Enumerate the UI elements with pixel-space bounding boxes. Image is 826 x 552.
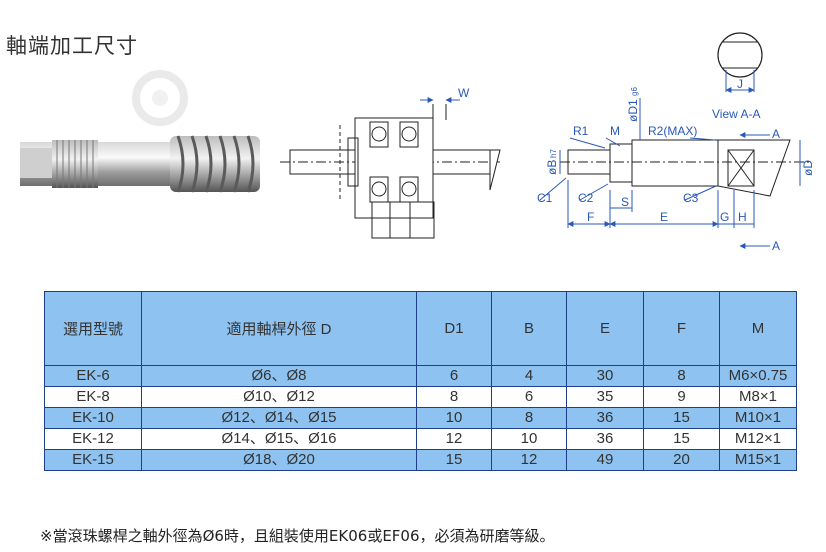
label-d1: øD1 <box>626 99 640 122</box>
cell-e: 35 <box>566 386 644 408</box>
label-g: G <box>720 210 729 224</box>
label-c1: C1 <box>537 191 553 205</box>
header-d1: D1 <box>416 291 492 366</box>
cell-d1: 8 <box>416 386 492 408</box>
label-h: H <box>738 210 747 224</box>
label-r2: R2(MAX) <box>648 124 697 138</box>
table-row: EK-8 Ø10、Ø12 8 6 35 9 M8×1 <box>44 386 797 408</box>
label-m: M <box>610 124 620 138</box>
label-s: S <box>621 195 629 209</box>
header-model: 選用型號 <box>44 291 142 366</box>
label-w: W <box>458 86 470 100</box>
watermark-logo <box>132 70 188 126</box>
label-view-aa: View A-A <box>712 107 760 121</box>
cell-b: 4 <box>491 365 567 387</box>
label-b-tolerance: h7 <box>549 149 558 158</box>
cell-f: 8 <box>643 365 720 387</box>
cell-f: 9 <box>643 386 720 408</box>
view-aa-drawing <box>717 32 763 93</box>
cell-b: 8 <box>491 407 567 429</box>
label-e: E <box>660 210 668 224</box>
label-d1-tolerance: g6 <box>630 87 639 96</box>
table-header-row: 選用型號 適用軸桿外徑 D D1 B E F M <box>44 291 797 366</box>
cell-shaft-diameter: Ø14、Ø15、Ø16 <box>141 428 417 450</box>
table-row: EK-12 Ø14、Ø15、Ø16 12 10 36 15 M12×1 <box>44 428 797 450</box>
shaft-dimension-drawing <box>539 98 810 249</box>
header-b: B <box>491 291 567 366</box>
cell-e: 30 <box>566 365 644 387</box>
cell-m: M6×0.75 <box>719 365 797 387</box>
table-row: EK-15 Ø18、Ø20 15 12 49 20 M15×1 <box>44 449 797 471</box>
table-row: EK-6 Ø6、Ø8 6 4 30 8 M6×0.75 <box>44 365 797 387</box>
header-m: M <box>719 291 797 366</box>
cell-d1: 10 <box>416 407 492 429</box>
table-row: EK-10 Ø12、Ø14、Ø15 10 8 36 15 M10×1 <box>44 407 797 429</box>
cell-shaft-diameter: Ø10、Ø12 <box>141 386 417 408</box>
cell-model: EK-12 <box>44 428 142 450</box>
cell-e: 36 <box>566 407 644 429</box>
cell-m: M12×1 <box>719 428 797 450</box>
cell-f: 15 <box>643 407 720 429</box>
label-r1: R1 <box>573 124 589 138</box>
cell-d1: 6 <box>416 365 492 387</box>
label-f: F <box>587 210 594 224</box>
header-e: E <box>566 291 644 366</box>
shaft-photo <box>20 135 260 193</box>
cell-b: 10 <box>491 428 567 450</box>
cell-m: M15×1 <box>719 449 797 471</box>
cell-e: 49 <box>566 449 644 471</box>
cell-e: 36 <box>566 428 644 450</box>
cell-d1: 12 <box>416 428 492 450</box>
label-a-top: A <box>772 127 780 141</box>
cell-shaft-diameter: Ø12、Ø14、Ø15 <box>141 407 417 429</box>
assembly-drawing <box>280 97 501 239</box>
label-a-bottom: A <box>772 239 780 253</box>
page-title: 軸端加工尺寸 <box>6 34 138 58</box>
header-f: F <box>643 291 720 366</box>
label-c3: C3 <box>683 191 699 205</box>
cell-b: 6 <box>491 386 567 408</box>
cell-d1: 15 <box>416 449 492 471</box>
cell-model: EK-15 <box>44 449 142 471</box>
label-d: øD <box>801 160 815 176</box>
cell-model: EK-10 <box>44 407 142 429</box>
header-shaft-diameter: 適用軸桿外徑 D <box>141 291 417 366</box>
footnote: ※當滾珠螺桿之軸外徑為Ø6時，且組裝使用EK06或EF06，必須為研磨等級。 <box>40 527 555 545</box>
cell-model: EK-8 <box>44 386 142 408</box>
cell-f: 20 <box>643 449 720 471</box>
shaft-end-diagram: W J View A-A <box>20 32 815 253</box>
label-b: øB <box>545 160 559 175</box>
label-c2: C2 <box>578 191 594 205</box>
cell-m: M10×1 <box>719 407 797 429</box>
cell-b: 12 <box>491 449 567 471</box>
cell-f: 15 <box>643 428 720 450</box>
cell-model: EK-6 <box>44 365 142 387</box>
cell-shaft-diameter: Ø18、Ø20 <box>141 449 417 471</box>
spec-table: 選用型號 適用軸桿外徑 D D1 B E F M EK-6 Ø6、Ø8 6 4 … <box>44 291 797 471</box>
cell-shaft-diameter: Ø6、Ø8 <box>141 365 417 387</box>
label-j: J <box>737 77 743 91</box>
cell-m: M8×1 <box>719 386 797 408</box>
